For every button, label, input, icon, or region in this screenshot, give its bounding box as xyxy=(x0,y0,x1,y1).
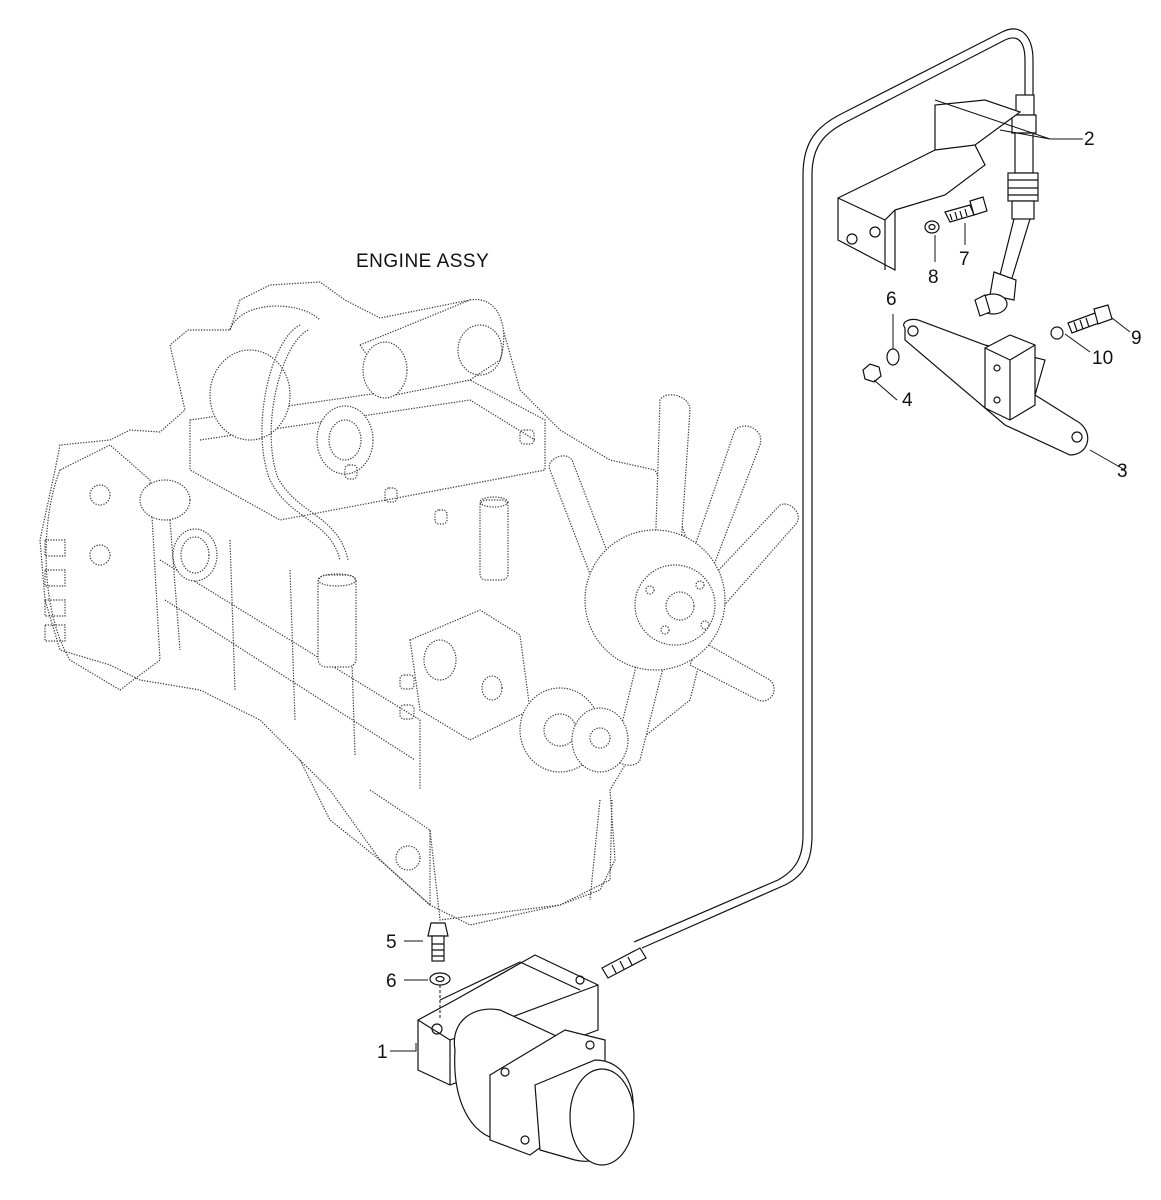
callout-6-upper: 6 xyxy=(886,289,897,310)
actuator-1 xyxy=(417,954,635,1166)
cable-bracket xyxy=(837,99,1022,271)
callout-8: 8 xyxy=(928,267,939,288)
callout-4: 4 xyxy=(902,390,913,411)
callout-5: 5 xyxy=(386,932,397,953)
engine-assembly xyxy=(39,281,799,926)
callout-3: 3 xyxy=(1117,461,1128,482)
lever-3 xyxy=(903,318,1089,456)
callout-2: 2 xyxy=(1084,129,1095,150)
bolt-9 xyxy=(1067,304,1113,334)
nut-4 xyxy=(862,363,882,383)
callout-9: 9 xyxy=(1131,328,1142,349)
bolt-5 xyxy=(427,922,449,962)
diagram-title: ENGINE ASSY xyxy=(356,251,489,272)
callout-7: 7 xyxy=(959,249,970,270)
washer-6-upper xyxy=(886,348,900,366)
washer-6-lower xyxy=(429,972,451,986)
bolt-7 xyxy=(944,196,988,223)
washer-8 xyxy=(924,220,940,234)
callout-6-lower: 6 xyxy=(386,971,397,992)
leader-lines xyxy=(390,99,1131,1052)
fan-blade xyxy=(654,394,691,561)
callout-1: 1 xyxy=(377,1042,388,1063)
fan-pulley xyxy=(584,529,726,671)
callout-10: 10 xyxy=(1092,348,1113,369)
washer-10 xyxy=(1050,326,1064,340)
